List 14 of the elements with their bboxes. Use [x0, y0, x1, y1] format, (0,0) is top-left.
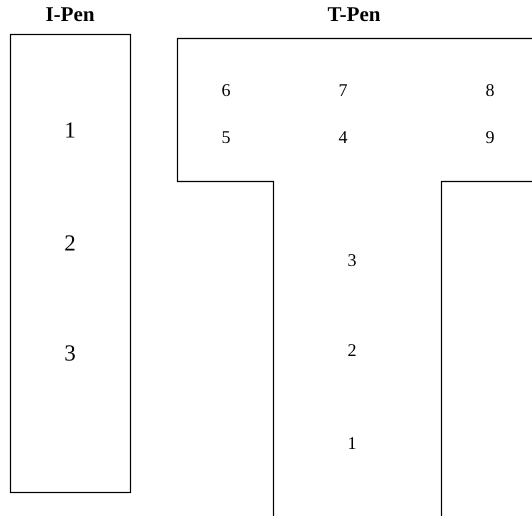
position-number: 8	[486, 81, 494, 99]
position-number: 9	[486, 128, 494, 146]
position-number: 4	[338, 128, 348, 146]
position-number: 5	[222, 128, 230, 146]
position-number: 1	[64, 118, 76, 142]
pen-title: I-Pen	[46, 4, 94, 25]
position-number: 2	[348, 341, 356, 359]
position-number: 3	[348, 251, 356, 269]
position-number: 7	[338, 81, 348, 99]
pen-title: T-Pen	[328, 4, 380, 25]
position-number: 6	[222, 81, 230, 99]
position-number: 1	[348, 434, 356, 452]
position-number: 2	[64, 232, 76, 254]
position-number: 3	[64, 342, 76, 364]
